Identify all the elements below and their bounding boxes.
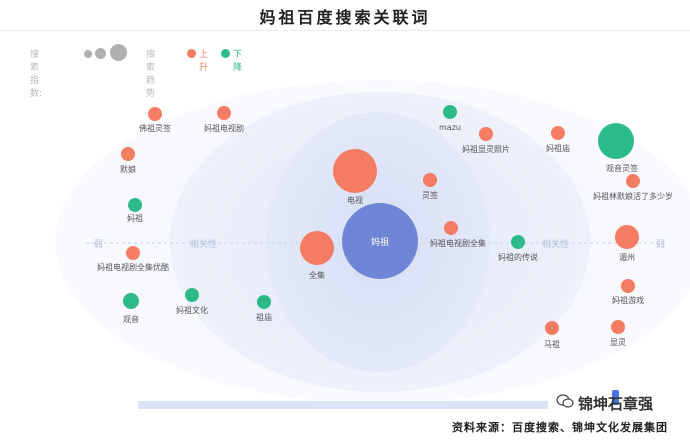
legend-size-large xyxy=(110,44,127,61)
bubble-5[interactable] xyxy=(123,293,139,309)
bubble-16[interactable] xyxy=(598,123,634,159)
bubble-label-12: mazu xyxy=(439,123,461,132)
bubble-8[interactable] xyxy=(333,149,377,193)
bubble-label-13: 妈祖显灵照片 xyxy=(462,144,510,154)
bubble-center-label: 妈祖 xyxy=(371,236,389,248)
axis-relevance-right: 相关性 xyxy=(542,238,569,250)
zoom-slider-handle[interactable] xyxy=(612,390,619,405)
legend-index-label: 搜索指数: xyxy=(30,50,43,99)
legend-size-small xyxy=(84,50,92,58)
bubble-label-10: 灵签 xyxy=(422,190,438,200)
bubble-center[interactable] xyxy=(342,203,418,279)
bubble-label-20: 马祖 xyxy=(544,339,560,349)
bubble-18[interactable] xyxy=(615,225,639,249)
bubble-label-6: 妈祖文化 xyxy=(176,305,208,315)
bubble-3[interactable] xyxy=(128,198,142,212)
zoom-slider-track[interactable] xyxy=(138,401,548,409)
legend-trend-label: 搜索趋势 xyxy=(146,50,156,99)
source-note: 资料来源：百度搜索、锦坤文化发展集团 xyxy=(452,421,668,434)
bubble-0[interactable] xyxy=(148,107,162,121)
bubble-label-7: 祖庙 xyxy=(256,312,272,322)
bubble-15[interactable] xyxy=(511,235,525,249)
bubble-label-18: 湄州 xyxy=(619,253,635,262)
bubble-7[interactable] xyxy=(257,295,271,309)
bubble-label-4: 妈祖电视剧全集优酷 xyxy=(97,262,169,272)
bubble-4[interactable] xyxy=(126,246,140,260)
bubble-label-0: 佛祖灵签 xyxy=(139,123,171,133)
legend-size-medium xyxy=(95,48,106,59)
bubble-label-3: 妈祖 xyxy=(127,213,143,223)
bubble-1[interactable] xyxy=(217,106,231,120)
bubble-label-17: 妈祖林默娘活了多少岁 xyxy=(593,191,673,201)
bubble-20[interactable] xyxy=(545,321,559,335)
legend-down-label: 下降 xyxy=(233,50,243,73)
bubble-19[interactable] xyxy=(621,279,635,293)
bubble-11[interactable] xyxy=(444,221,458,235)
bubble-label-15: 妈祖的传说 xyxy=(498,252,538,262)
bubble-10[interactable] xyxy=(423,173,437,187)
bubble-label-19: 妈祖游戏 xyxy=(612,295,644,305)
axis-weak-right: 弱 xyxy=(656,239,665,250)
legend-up-label: 上升 xyxy=(199,50,209,73)
bubble-label-21: 显灵 xyxy=(610,338,626,347)
title-divider xyxy=(0,30,690,31)
watermark: 锦坤石章强 xyxy=(578,395,654,413)
legend-down-swatch xyxy=(221,49,230,58)
bubble-14[interactable] xyxy=(551,126,565,140)
bubble-6[interactable] xyxy=(185,288,199,302)
bubble-label-16: 观音灵签 xyxy=(606,163,638,173)
bubble-label-1: 妈祖电视剧 xyxy=(204,123,244,133)
bubble-17[interactable] xyxy=(626,174,640,188)
bubble-label-5: 观音 xyxy=(123,314,139,324)
bubble-9[interactable] xyxy=(300,231,334,265)
bubble-21[interactable] xyxy=(611,320,625,334)
axis-weak-left: 弱 xyxy=(94,239,103,250)
bubble-2[interactable] xyxy=(121,147,135,161)
bubble-label-9: 全集 xyxy=(309,270,325,280)
bubble-label-14: 妈祖庙 xyxy=(546,143,570,153)
axis-relevance-left: 相关性 xyxy=(190,238,217,250)
wechat-icon xyxy=(556,394,574,408)
bubble-13[interactable] xyxy=(479,127,493,141)
chart-title: 妈祖百度搜索关联词 xyxy=(259,8,431,27)
bubble-12[interactable] xyxy=(443,105,457,119)
bubble-label-2: 默娘 xyxy=(120,164,136,174)
bubble-label-11: 妈祖电视剧全集 xyxy=(430,238,486,248)
bubble-label-8: 电视 xyxy=(347,195,363,205)
legend-up-swatch xyxy=(187,49,196,58)
